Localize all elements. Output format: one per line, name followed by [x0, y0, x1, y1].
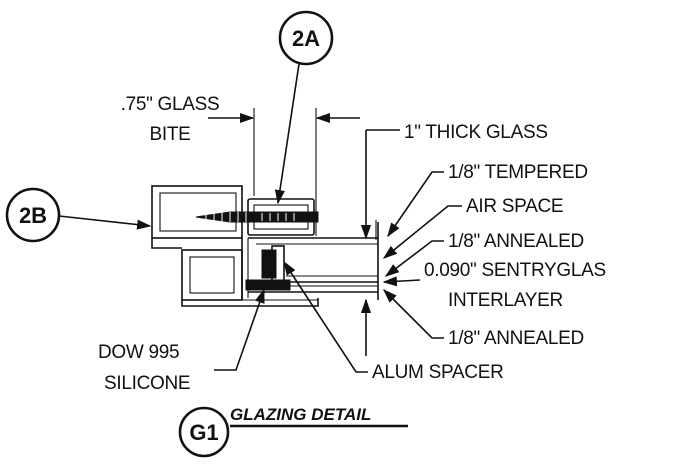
sentryglas-leader — [382, 276, 421, 287]
silicone-leader — [214, 288, 265, 371]
screw-leader — [274, 63, 300, 205]
thick-glass-label: 1" THICK GLASS — [404, 122, 548, 143]
frame-reference-label: 2B — [19, 203, 47, 228]
aluminum-frame-profile — [151, 185, 319, 307]
screw-reference-label: 2A — [292, 26, 320, 51]
screw-reference-bubble: 2A — [278, 10, 334, 66]
tempered-glass-label: 1/8" TEMPERED — [448, 162, 588, 183]
glass-bite-label-line1: .75" GLASS — [121, 94, 220, 115]
annealed-bottom-label: 1/8" ANNEALED — [448, 328, 584, 349]
tempered-leader — [387, 171, 444, 238]
frame-leader — [58, 215, 152, 230]
detail-reference-bubble: G1 — [178, 406, 230, 458]
annealed-bottom-leader — [382, 288, 444, 339]
detail-title: GLAZING DETAIL — [230, 405, 371, 424]
air-space-leader — [382, 205, 462, 259]
frame-reference-bubble: 2B — [5, 187, 61, 243]
sentryglas-label: 0.090" SENTRYGLAS — [424, 260, 606, 281]
glass-unit — [248, 222, 379, 300]
annealed-top-leader — [384, 240, 444, 277]
alum-spacer-label: ALUM SPACER — [372, 362, 504, 383]
thick-glass-dimension — [360, 129, 400, 356]
glass-bite-label-line2: BITE — [149, 124, 190, 145]
interlayer-label: INTERLAYER — [448, 290, 563, 311]
annealed-top-label: 1/8" ANNEALED — [448, 231, 584, 252]
air-space-label: AIR SPACE — [466, 196, 563, 217]
alum-spacer-leader — [283, 260, 368, 373]
fastener-screw — [195, 211, 319, 223]
alum-spacer-block — [261, 245, 285, 283]
silicone-label-line2: SILICONE — [104, 373, 190, 394]
silicone-label-line1: DOW 995 — [98, 342, 179, 363]
silicone-bead — [245, 279, 291, 291]
detail-reference-label: G1 — [189, 420, 218, 445]
